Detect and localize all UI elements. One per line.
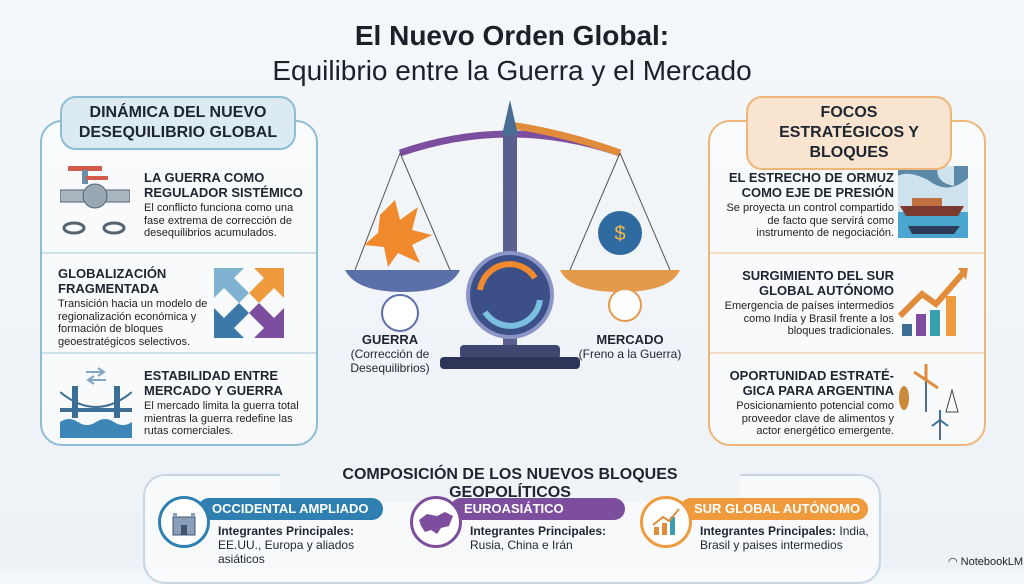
bridge-icon: [60, 367, 132, 438]
block-name: EUROASIÁTICO: [450, 498, 625, 520]
wheat-wind-oil-icon: [899, 364, 959, 440]
block-label: Integrantes Principales:: [700, 524, 837, 538]
left-item-title: GLOBALIZACIÓN FRAGMENTADA: [58, 266, 167, 296]
guerra-label: GUERRA: [361, 332, 419, 347]
castle-icon: [158, 496, 210, 548]
right-panel-header: FOCOS ESTRATÉGICOS Y BLOQUES: [746, 96, 952, 170]
growth-chart-icon: [898, 268, 968, 336]
block-sur-global: SUR GLOBAL AUTÓNOMO Integrantes Principa…: [640, 496, 875, 556]
ships-strait-icon: [898, 166, 968, 238]
right-item-text: Emergencia de países intermedios como In…: [724, 300, 894, 337]
left-item-text: Transición hacia un modelo de regionaliz…: [58, 298, 208, 348]
block-members: EE.UU., Europa y aliados asiáticos: [218, 538, 355, 566]
right-item-title: OPORTUNIDAD ESTRATÉ-GICA PARA ARGENTINA: [729, 368, 894, 398]
block-name: OCCIDENTAL AMPLIADO: [198, 498, 383, 520]
block-name: SUR GLOBAL AUTÓNOMO: [680, 498, 868, 520]
right-item-text: Posicionamiento potencial como proveedor…: [736, 400, 894, 437]
right-item-3: OPORTUNIDAD ESTRATÉ-GICA PARA ARGENTINA …: [710, 352, 984, 446]
left-item-title: LA GUERRA COMO REGULADOR SISTÉMICO: [144, 170, 303, 200]
right-item-text: Se proyecta un control compartido de fac…: [726, 202, 894, 239]
block-label: Integrantes Principales:: [470, 524, 607, 538]
block-label: Integrantes Principales:: [218, 524, 355, 538]
right-item-title: EL ESTRECHO DE ORMUZ COMO EJE DE PRESIÓN: [728, 170, 894, 200]
balance-scale-illustration: $: [345, 100, 680, 369]
watermark-text: NotebookLM: [960, 556, 1024, 568]
block-occidental: OCCIDENTAL AMPLIADO Integrantes Principa…: [158, 496, 398, 566]
left-item-text: El conflicto funciona como una fase extr…: [144, 202, 294, 239]
left-panel-header: DINÁMICA DEL NUEVO DESEQUILIBRIO GLOBAL: [60, 96, 296, 150]
explosion-icon: [364, 200, 432, 267]
guerra-sublabel: (Corrección de Desequilibrios): [350, 347, 430, 375]
right-item-2: SURGIMIENTO DEL SUR GLOBAL AUTÓNOMO Emer…: [710, 252, 984, 352]
left-item-2: GLOBALIZACIÓN FRAGMENTADA Transición hac…: [42, 252, 316, 352]
left-item-3: ESTABILIDAD ENTRE MERCADO Y GUERRA El me…: [42, 352, 316, 446]
left-item-title: ESTABILIDAD ENTRE MERCADO Y GUERRA: [144, 368, 283, 398]
svg-text:$: $: [614, 223, 625, 245]
notebooklm-logo-icon: ◠: [948, 556, 961, 568]
eurasia-map-icon: [410, 496, 462, 548]
left-panel: LA GUERRA COMO REGULADOR SISTÉMICO El co…: [40, 120, 318, 446]
block-euroasiatico: EUROASIÁTICO Integrantes Principales:Rus…: [410, 496, 625, 556]
valve-chain-icon: [60, 166, 130, 235]
title-line1: El Nuevo Orden Global:: [354, 20, 670, 51]
globe-icon: [608, 288, 642, 322]
block-members: India, Brasil y paises intermedios: [700, 524, 869, 552]
fragmented-arrows-icon: [214, 268, 284, 338]
mercado-sublabel: (Freno a la Guerra): [578, 347, 682, 361]
capitol-icon: [381, 294, 419, 332]
left-item-1: LA GUERRA COMO REGULADOR SISTÉMICO El co…: [42, 142, 316, 252]
globe-network-icon: [598, 211, 642, 255]
notebooklm-watermark: ◠ NotebookLM: [948, 555, 1023, 568]
mercado-label: MERCADO: [596, 332, 664, 347]
growth-chart-icon: [640, 496, 692, 548]
right-item-title: SURGIMIENTO DEL SUR GLOBAL AUTÓNOMO: [742, 268, 894, 298]
right-item-1: EL ESTRECHO DE ORMUZ COMO EJE DE PRESIÓN…: [710, 142, 984, 252]
right-panel: EL ESTRECHO DE ORMUZ COMO EJE DE PRESIÓN…: [708, 120, 986, 446]
title-line2: Equilibrio entre la Guerra y el Mercado: [272, 55, 752, 86]
block-members: Rusia, China e Irán: [470, 538, 573, 552]
left-item-text: El mercado limita la guerra total mientr…: [144, 400, 299, 437]
